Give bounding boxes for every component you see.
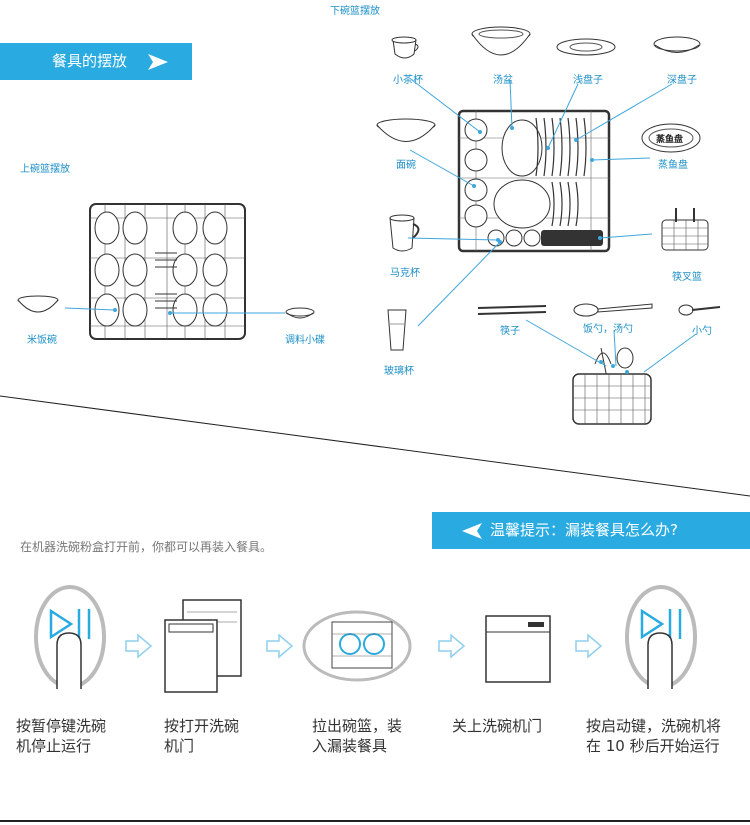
tip-banner: 温馨提示：漏装餐具怎么办? <box>432 512 750 549</box>
upper-basket-illustration <box>64 203 285 340</box>
fish-plate-text: 蒸鱼盘 <box>656 135 684 145</box>
step-2-line1: 按打开洗碗 <box>164 717 240 735</box>
upper-basket-title: 上碗篮摆放 <box>20 164 70 175</box>
noodle-bowl-icon <box>376 118 436 142</box>
small-spoon-label: 小勺 <box>692 326 712 337</box>
pull-basket-illustration <box>302 610 412 682</box>
step-2-line2: 机门 <box>164 737 195 755</box>
placement-banner-text: 餐具的摆放 <box>52 52 128 70</box>
bottom-rule <box>0 820 750 822</box>
open-door-illustration <box>164 599 242 693</box>
step-3-caption: 拉出碗篮，装 入漏装餐具 <box>312 716 402 756</box>
lower-basket-title: 下碗篮摆放 <box>330 6 380 17</box>
step-1-line2: 机停止运行 <box>16 737 92 755</box>
fish-plate-icon <box>641 123 701 153</box>
soup-bowl-icon <box>471 26 531 56</box>
rice-bowl-icon <box>17 295 59 313</box>
small-spoon-icon <box>678 304 721 316</box>
placement-banner: 餐具的摆放 <box>0 43 192 80</box>
cutlery-basket-icon <box>661 208 709 251</box>
step-1-line1: 按暂停键洗碗 <box>16 717 107 735</box>
cutlery-basket-label: 筷叉篮 <box>672 272 702 283</box>
step-4-line1: 关上洗碗机门 <box>452 717 543 735</box>
rice-spoon-icon <box>573 303 653 317</box>
tip-note: 在机器洗碗粉盒打开前，你都可以再装入餐具。 <box>20 540 273 554</box>
rice-bowl-label: 米饭碗 <box>27 335 57 346</box>
step-5-line2: 在 10 秒后开始运行 <box>586 737 720 755</box>
leader-lines <box>407 79 697 373</box>
step-5-line1: 按启动键，洗碗机将 <box>586 717 722 735</box>
shallow-plate-label: 浅盘子 <box>573 75 603 86</box>
cutlery-basket-with-utensils <box>572 347 652 425</box>
glass-icon <box>387 309 407 351</box>
arrow-step-3-icon <box>438 633 466 659</box>
tip-banner-text: 温馨提示：漏装餐具怎么办? <box>490 521 678 539</box>
step-3-line2: 入漏装餐具 <box>312 737 388 755</box>
mug-label: 马克杯 <box>390 268 420 279</box>
deep-plate-icon <box>653 36 701 53</box>
soup-bowl-label: 汤盆 <box>493 75 513 86</box>
rice-spoon-label: 饭勺，汤勺 <box>583 324 633 335</box>
sauce-dish-icon <box>285 307 315 319</box>
small-teacup-label: 小茶杯 <box>393 75 423 86</box>
glass-label: 玻璃杯 <box>384 366 414 377</box>
step-5-caption: 按启动键，洗碗机将 在 10 秒后开始运行 <box>586 716 721 756</box>
arrow-step-2-icon <box>266 633 294 659</box>
step-4-caption: 关上洗碗机门 <box>452 716 542 736</box>
diagonal-divider <box>0 395 750 497</box>
arrow-right-icon <box>148 54 168 70</box>
mug-icon <box>389 214 420 252</box>
step-3-line1: 拉出碗篮，装 <box>312 717 403 735</box>
lower-basket-illustration <box>457 109 611 253</box>
small-teacup-icon <box>391 36 419 59</box>
chopsticks-icon <box>477 305 547 315</box>
closed-dishwasher-illustration <box>485 615 551 683</box>
sauce-dish-label: 调料小碟 <box>285 335 325 346</box>
step-1-caption: 按暂停键洗碗 机停止运行 <box>16 716 106 756</box>
shallow-plate-icon <box>556 38 616 56</box>
noodle-bowl-label: 面碗 <box>396 160 416 171</box>
step-2-caption: 按打开洗碗 机门 <box>164 716 239 756</box>
arrow-left-icon <box>462 523 482 539</box>
start-button-illustration <box>625 585 697 689</box>
arrow-step-1-icon <box>125 633 153 659</box>
pause-button-illustration <box>34 585 106 689</box>
chopsticks-label: 筷子 <box>500 326 520 337</box>
fish-plate-label: 蒸鱼盘 <box>658 160 688 171</box>
arrow-step-4-icon <box>575 633 603 659</box>
deep-plate-label: 深盘子 <box>667 75 697 86</box>
